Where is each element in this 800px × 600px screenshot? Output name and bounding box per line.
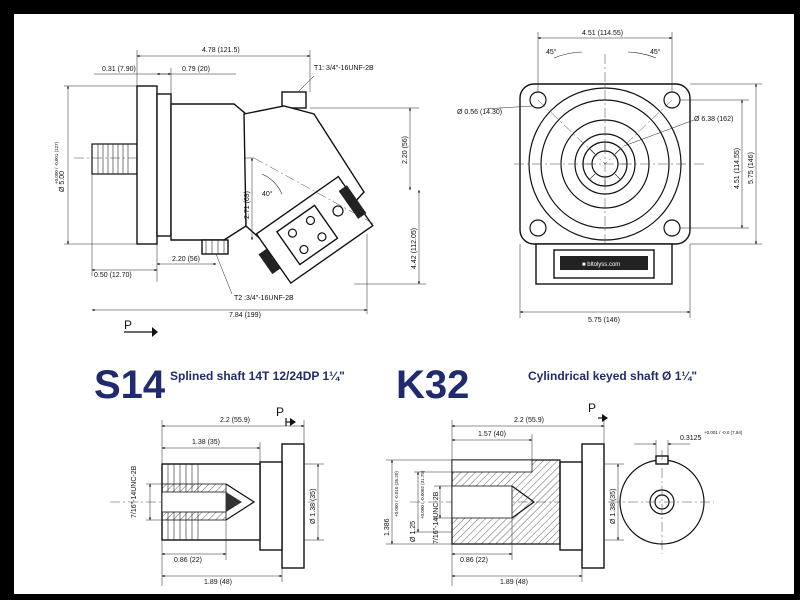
- label-port-t1: T1: 3/4"-16UNF-2B: [314, 65, 374, 72]
- k32-thread: 7/16"-14UNC-2B: [433, 491, 440, 544]
- dim-220-horizontal: 2.20 (56): [172, 256, 200, 263]
- dim-overall-length: 4.78 (121.5): [202, 47, 240, 54]
- k32-flange: [581, 443, 605, 569]
- dim-271: 2.71 (69): [244, 191, 251, 219]
- s14-pilot: [259, 461, 283, 551]
- port-t1-boss: [281, 91, 307, 109]
- dim-575-bottom: 5.75 (146): [588, 317, 620, 324]
- k32-dim-086: 0.86 (22): [460, 557, 488, 564]
- dim-784: 7.84 (199): [229, 312, 261, 319]
- k32-keyway: [451, 459, 533, 473]
- s14-dia-138: Ø 1.38 (35): [310, 489, 317, 524]
- k32-pilot: [559, 461, 583, 551]
- k32-datum-p: P: [588, 401, 596, 415]
- side-view: 40° 4.78 (121.5) 0.31 (7.90) 0.79 (20) T…: [54, 47, 426, 337]
- s14-description: Splined shaft 14T 12/24DP 1¼": [170, 369, 345, 383]
- side-flange: [136, 85, 158, 245]
- s14-thread: 7/16"-14UNC-2B: [131, 465, 138, 518]
- s14-shaft-view: 2.2 (55.9) 1.38 (35) P 7/16"-14UNC-2B Ø …: [110, 405, 324, 586]
- bolt-hole-bl: [529, 219, 547, 237]
- k32-dia-138: Ø 1.38 (35): [610, 489, 617, 524]
- dim-050: 0.50 (12.70): [94, 272, 132, 279]
- k32-title: K32: [396, 363, 469, 407]
- k32-dim-1386: 1.386: [384, 518, 391, 536]
- s14-flange: [281, 443, 305, 569]
- label-port-t2: T2 :3/4"-16UNF-2B: [234, 295, 294, 302]
- s14-datum-p: P: [276, 405, 284, 419]
- k32-dia-125: Ø 1.25: [410, 521, 417, 542]
- dia-500: Ø 5.00: [59, 171, 66, 192]
- k32-dia-125-tol: +0.000 / -0.0002 (31.75): [420, 470, 425, 519]
- k32-shaft-view: 2.2 (55.9) 1.57 (40) P 1.386 +0.000 / -0…: [384, 401, 743, 586]
- k32-description: Cylindrical keyed shaft Ø 1¼": [528, 369, 697, 383]
- dia-638: Ø 6.38 (162): [694, 116, 733, 123]
- side-flange-pilot: [156, 93, 172, 237]
- s14-title: S14: [94, 363, 166, 407]
- front-view: ■ bltolyss.com 4.51 (114.55) 45° 45° Ø 0…: [457, 30, 762, 324]
- datum-p-side: P: [124, 318, 132, 332]
- dim-220-vertical: 2.20 (56): [402, 136, 409, 164]
- k32-dim-1386-tol: +0.000 / -0.010 (35.20): [394, 471, 399, 517]
- k32-key-tol: +0.001 / -0.0 (7.94): [704, 430, 743, 435]
- angle-left: 45°: [546, 48, 557, 56]
- valve-block: [255, 175, 374, 285]
- port-t2-boss: [201, 239, 229, 255]
- angle-label: 40°: [262, 190, 273, 198]
- angle-right: 45°: [650, 48, 661, 56]
- side-body: [170, 103, 247, 241]
- nameplate: ■ bltolyss.com: [582, 262, 620, 268]
- s14-dim-086: 0.86 (22): [174, 557, 202, 564]
- dim-flange-pilot: 0.79 (20): [182, 66, 210, 73]
- k32-key-width: 0.3125: [680, 435, 702, 442]
- k32-dim-189: 1.89 (48): [500, 579, 528, 586]
- side-shaft: [91, 143, 138, 175]
- dim-442: 4.42 (112.05): [411, 228, 418, 269]
- s14-dim-189: 1.89 (48): [204, 579, 232, 586]
- drawing-sheet: 40° 4.78 (121.5) 0.31 (7.90) 0.79 (20) T…: [14, 14, 794, 594]
- dim-575-side: 5.75 (146): [748, 152, 755, 184]
- dim-flange-thk: 0.31 (7.90): [102, 66, 136, 73]
- k32-dim-22: 2.2 (55.9): [514, 417, 544, 424]
- s14-dim-138: 1.38 (35): [192, 439, 220, 446]
- technical-drawing: 40° 4.78 (121.5) 0.31 (7.90) 0.79 (20) T…: [54, 30, 762, 586]
- s14-dim-22: 2.2 (55.9): [220, 417, 250, 424]
- dim-451-side: 4.51 (114.55): [734, 148, 741, 189]
- dim-451-top: 4.51 (114.55): [582, 30, 623, 37]
- dia-056: Ø 0.56 (14.30): [457, 109, 502, 116]
- k32-dim-157: 1.57 (40): [478, 431, 506, 438]
- dia-500-tol: +0.000 / -0.001 (127): [54, 141, 59, 184]
